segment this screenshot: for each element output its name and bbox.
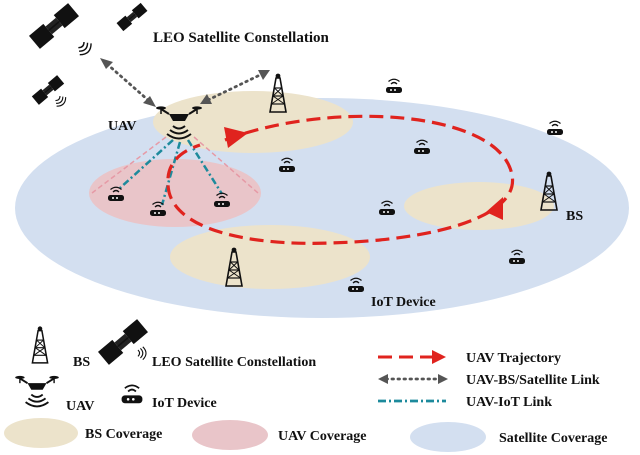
uav-iot-link [186,139,224,195]
bs-label: BS [566,209,583,224]
uav-coverage-area [89,159,261,227]
legend-trajectory-arrowhead [432,350,446,364]
satellite-coverage-area [15,98,629,318]
bs-coverage-area [404,182,554,230]
link-arrowhead [200,94,212,104]
satellite-icon [31,74,65,106]
leo-constellation-label: LEO Satellite Constellation [153,30,329,46]
legend-iot-link-label: UAV-IoT Link [466,395,552,410]
trajectory-arrowhead [486,197,503,220]
legend-uav-coverage-swatch [192,420,268,450]
bs-coverage-area [153,91,353,153]
iot-device-label: IoT Device [371,295,436,310]
uav-iot-link [119,139,174,189]
legend-iot-label: IoT Device [152,396,217,411]
legend-uav-coverage-label: UAV Coverage [278,429,367,444]
legend-bs-label: BS [73,355,90,370]
legend-iot-icon [120,384,144,405]
signal-icon [52,93,69,110]
legend-leo-label: LEO Satellite Constellation [152,355,316,370]
legend-uav-icon [14,374,60,408]
legend-bs-coverage-label: BS Coverage [85,427,162,442]
signal-icon [74,38,95,59]
legend-uav-label: UAV [66,399,95,414]
trajectory-arrowhead [224,127,248,148]
bs-coverage-area [170,225,370,289]
uav-trajectory [166,114,515,245]
link-arrowhead [100,58,113,69]
legend-signal-icon [137,346,147,361]
legend-bs-icon [31,325,49,364]
uav-iot-link [160,141,182,206]
legend-satellite-coverage-label: Satellite Coverage [499,431,607,446]
legend-link-arrowhead [438,374,448,384]
legend-link-arrowhead [378,374,388,384]
iot-device-icon [385,78,403,94]
iot-device-icon [546,120,564,136]
legend-trajectory-label: UAV Trajectory [466,351,561,366]
legend: BS LEO Satellite Constellation UAV IoT D… [4,318,607,452]
uav-label: UAV [108,119,137,134]
link-arrowhead [258,70,270,80]
satellite-icon [116,2,148,32]
uav-satellite-link [105,62,150,102]
satellite-icon [28,2,80,50]
legend-bs-sat-link-label: UAV-BS/Satellite Link [466,373,600,388]
uav-bs-link [206,72,264,102]
uav-coverage-boundary [193,136,259,194]
link-arrowhead [143,96,156,107]
legend-bs-coverage-swatch [4,418,78,448]
legend-satellite-coverage-swatch [410,422,486,452]
